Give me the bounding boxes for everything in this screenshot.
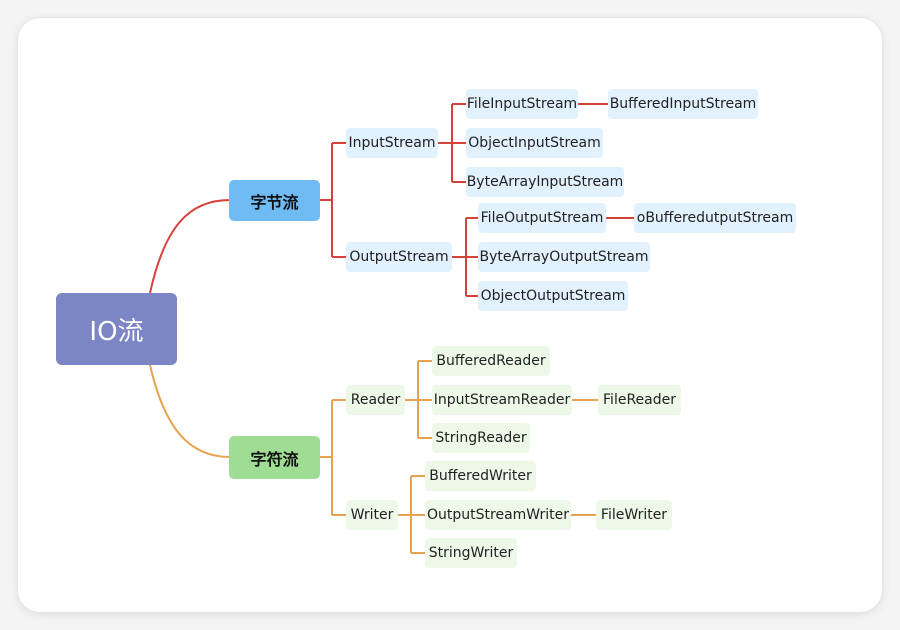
outputstreamwriter-node[interactable]: OutputStreamWriter xyxy=(425,500,571,530)
stringwriter-node[interactable]: StringWriter xyxy=(425,538,517,568)
obufferedutputstream-node[interactable]: oBufferedutputStream xyxy=(634,203,796,233)
char-stream-branches xyxy=(149,360,598,554)
inputstreamreader-node[interactable]: InputStreamReader xyxy=(432,385,572,415)
writer-node[interactable]: Writer xyxy=(346,500,398,530)
inputstream-node[interactable]: InputStream xyxy=(346,128,438,158)
stringreader-node[interactable]: StringReader xyxy=(432,423,530,453)
fileinputstream-node[interactable]: FileInputStream xyxy=(466,89,578,119)
filewriter-node[interactable]: FileWriter xyxy=(596,500,672,530)
bufferedreader-node[interactable]: BufferedReader xyxy=(432,346,550,376)
outputstream-node[interactable]: OutputStream xyxy=(346,242,452,272)
fileoutputstream-node[interactable]: FileOutputStream xyxy=(478,203,606,233)
filereader-node[interactable]: FileReader xyxy=(598,385,681,415)
bytearrayoutputstream-node[interactable]: ByteArrayOutputStream xyxy=(478,242,650,272)
bufferedwriter-node[interactable]: BufferedWriter xyxy=(425,461,536,491)
objectinputstream-node[interactable]: ObjectInputStream xyxy=(466,128,603,158)
objectoutputstream-node[interactable]: ObjectOutputStream xyxy=(478,281,628,311)
root-node[interactable]: IO流 xyxy=(56,293,177,365)
byte-stream-branches xyxy=(149,103,634,297)
bufferedinputstream-node[interactable]: BufferedInputStream xyxy=(608,89,758,119)
char-stream-node[interactable]: 字符流 xyxy=(229,436,320,479)
reader-node[interactable]: Reader xyxy=(346,385,405,415)
byte-stream-node[interactable]: 字节流 xyxy=(229,180,320,221)
bytearrayinputstream-node[interactable]: ByteArrayInputStream xyxy=(466,167,624,197)
